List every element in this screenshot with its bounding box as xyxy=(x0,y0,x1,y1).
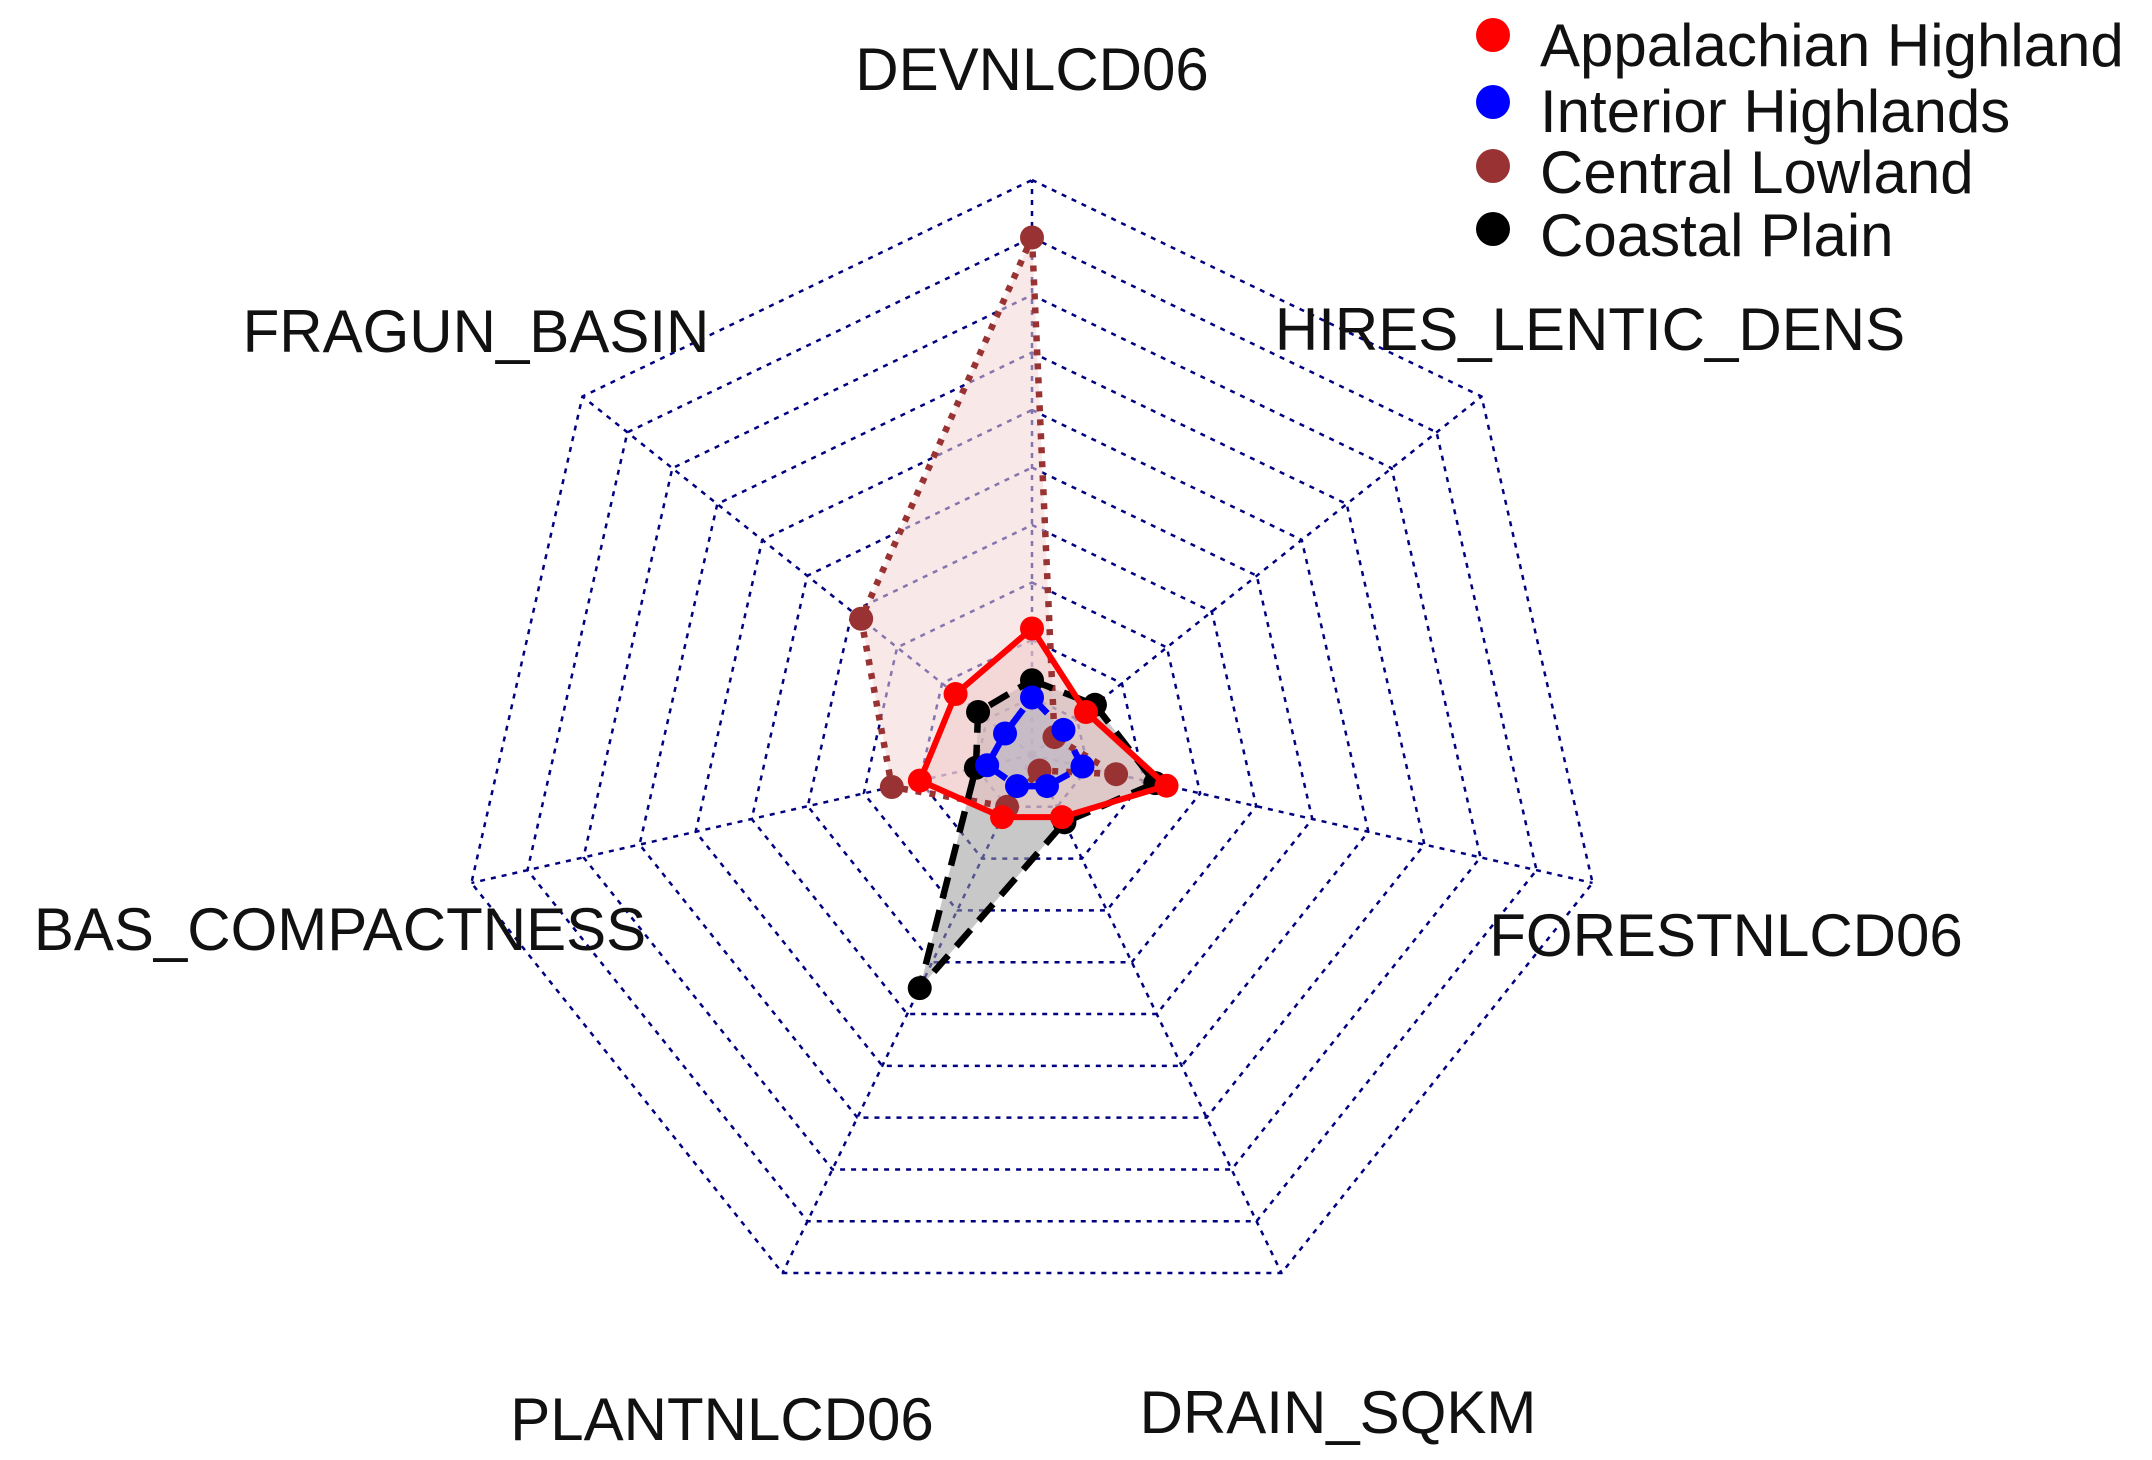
data-point-interior-highlands-drain-sqkm xyxy=(1034,774,1059,799)
axis-spoke-hires-lentic-dens xyxy=(1031,395,1483,756)
data-point-coastal-plain-devnlcd06 xyxy=(1020,668,1044,693)
data-point-central-lowland-devnlcd06 xyxy=(1020,225,1044,250)
axis-spoke-plantnlcd06 xyxy=(781,754,1034,1274)
grid-ring-5 xyxy=(750,466,1314,1016)
legend-label-appalachian-highland: Appalachian Highland xyxy=(1540,12,2124,79)
data-point-interior-highlands-plantnlcd06 xyxy=(1005,774,1030,799)
data-point-appalachian-highland-devnlcd06 xyxy=(1020,616,1044,641)
data-point-appalachian-highland-plantnlcd06 xyxy=(990,805,1015,830)
data-point-appalachian-highland-drain-sqkm xyxy=(1049,805,1074,830)
legend-marker-appalachian-highland xyxy=(1476,18,1510,52)
grid-ring-8 xyxy=(582,293,1482,1171)
legend-item-interior-highlands: Interior Highlands xyxy=(1476,78,2010,145)
data-point-interior-highlands-bas-compactness xyxy=(975,753,1000,778)
axis-label-fragun-basin: FRAGUN_BASIN xyxy=(243,298,710,365)
legend-item-central-lowland: Central Lowland xyxy=(1476,139,1974,206)
axis-spoke-drain-sqkm xyxy=(1030,754,1283,1274)
legend-marker-central-lowland xyxy=(1476,149,1510,183)
axis-spoke-fragun-basin xyxy=(581,395,1033,756)
data-point-coastal-plain-fragun-basin xyxy=(966,699,991,724)
legend-label-coastal-plain: Coastal Plain xyxy=(1540,202,1894,269)
series-layer xyxy=(849,225,1179,1001)
data-point-interior-highlands-fragun-basin xyxy=(993,721,1018,746)
axis-label-forestnlcd06: FORESTNLCD06 xyxy=(1489,902,1962,969)
axis-label-bas-compactness: BAS_COMPACTNESS xyxy=(34,896,646,963)
data-point-interior-highlands-devnlcd06 xyxy=(1020,685,1044,710)
data-point-appalachian-highland-fragun-basin xyxy=(943,682,968,707)
data-point-central-lowland-fragun-basin xyxy=(849,606,874,631)
axis-label-devnlcd06: DEVNLCD06 xyxy=(855,36,1208,103)
grid-ring-4 xyxy=(806,523,1258,964)
series-fill-central-lowland xyxy=(861,237,1117,807)
axis-spoke-forestnlcd06 xyxy=(1031,753,1593,885)
legend-label-interior-highlands: Interior Highlands xyxy=(1540,78,2010,145)
grid-ring-7 xyxy=(638,351,1426,1119)
legend-marker-interior-highlands xyxy=(1476,85,1510,119)
series-line-appalachian-highland xyxy=(916,625,1170,821)
data-point-appalachian-highland-bas-compactness xyxy=(907,768,932,793)
legend-marker-coastal-plain xyxy=(1476,212,1510,246)
legend-item-appalachian-highland: Appalachian Highland xyxy=(1476,12,2124,79)
grid-ring-9 xyxy=(526,236,1538,1223)
grid-layer xyxy=(470,178,1594,1275)
grid-ring-6 xyxy=(694,408,1370,1068)
data-point-interior-highlands-hires-lentic-dens xyxy=(1051,717,1076,742)
axis-label-plantnlcd06: PLANTNLCD06 xyxy=(510,1386,934,1453)
axis-labels: DEVNLCD06 HIRES_LENTIC_DENS FORESTNLCD06… xyxy=(34,36,1963,1453)
data-point-coastal-plain-plantnlcd06 xyxy=(907,976,932,1001)
data-point-central-lowland-forestnlcd06 xyxy=(1104,762,1129,787)
legend-item-coastal-plain: Coastal Plain xyxy=(1476,202,1894,269)
data-point-interior-highlands-forestnlcd06 xyxy=(1070,754,1095,779)
data-point-appalachian-highland-forestnlcd06 xyxy=(1154,773,1179,798)
data-point-central-lowland-bas-compactness xyxy=(879,774,904,799)
data-point-appalachian-highland-hires-lentic-dens xyxy=(1073,699,1098,724)
axis-label-drain-sqkm: DRAIN_SQKM xyxy=(1140,1379,1537,1446)
legend-label-central-lowland: Central Lowland xyxy=(1540,139,1974,206)
legend: Appalachian Highland Interior Highlands … xyxy=(1476,12,2124,269)
series-fill-interior-highlands xyxy=(987,697,1083,787)
axis-spoke-bas-compactness xyxy=(471,753,1033,885)
axis-label-hires-lentic-dens: HIRES_LENTIC_DENS xyxy=(1275,296,1905,363)
